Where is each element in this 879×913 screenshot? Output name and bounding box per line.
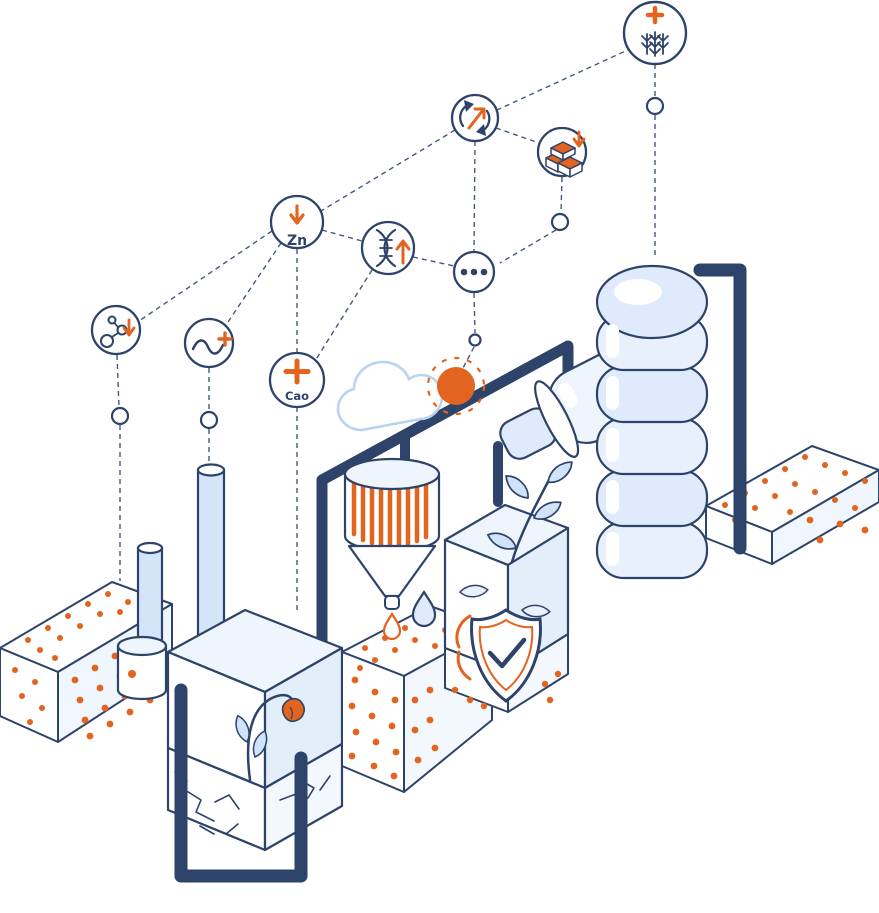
gravel-dots xyxy=(722,454,869,544)
badge-recycle-up xyxy=(450,93,500,143)
underground-pipe xyxy=(174,683,308,883)
arrow-down-icon xyxy=(122,318,136,337)
recycle-icon xyxy=(459,100,491,136)
plus-icon xyxy=(283,358,311,385)
cao-label: Cao xyxy=(285,389,309,403)
shield-outline xyxy=(470,608,542,703)
badge-molecule-down xyxy=(90,304,142,356)
dna-icon xyxy=(375,228,397,268)
factory-building xyxy=(166,608,344,790)
arrow-up-icon xyxy=(395,239,411,265)
gold-bars-icon xyxy=(545,141,583,178)
tank-highlights xyxy=(606,324,619,566)
wave-icon xyxy=(191,339,225,355)
badge-gold-bars-down xyxy=(536,126,588,178)
arrow-down-icon xyxy=(572,130,586,148)
leaf-icon xyxy=(486,532,518,550)
sprout-leaves xyxy=(458,461,573,618)
wilted-flower xyxy=(235,694,305,782)
funnel-cone xyxy=(347,544,437,598)
badge-wheat-plus xyxy=(622,0,688,66)
leaf-icon xyxy=(532,501,562,520)
ellipsis-icon xyxy=(460,268,488,276)
badge-ellipsis xyxy=(452,250,496,294)
leaf-icon xyxy=(547,461,573,484)
water-drop-orange xyxy=(382,611,402,641)
badge-wave-plus xyxy=(183,317,235,369)
leaf-decal xyxy=(520,604,551,618)
shield-inner-line xyxy=(478,618,534,692)
gravel-dots xyxy=(348,615,468,780)
plus-icon xyxy=(217,331,233,347)
connector-dots xyxy=(110,96,665,430)
molecule-icon xyxy=(100,315,128,348)
water-drop-icon xyxy=(411,589,437,628)
badge-cao-plus: Cao xyxy=(268,351,326,409)
flower-head xyxy=(281,697,305,723)
leaf-decal xyxy=(458,584,489,598)
wheat-icon xyxy=(641,31,669,57)
connector-lines xyxy=(116,47,656,612)
flower-leaf xyxy=(235,714,250,744)
funnel-mixer xyxy=(343,457,441,641)
badge-zinc-down: Zn xyxy=(269,194,325,250)
check-icon xyxy=(487,637,527,669)
tank-outlet-pipe xyxy=(693,263,747,555)
zinc-label: Zn xyxy=(287,233,307,249)
plus-icon xyxy=(645,5,665,25)
badge-dna-up xyxy=(360,220,416,276)
arrow-down-icon xyxy=(289,204,305,225)
sun-icon xyxy=(426,356,486,416)
tall-chimney xyxy=(196,463,226,644)
chimney-base-barrel xyxy=(116,635,168,701)
arrow-up-icon xyxy=(467,107,486,130)
short-chimney xyxy=(136,541,164,654)
storage-tank xyxy=(595,264,709,580)
leaf-icon xyxy=(505,475,529,499)
soil-slab-right xyxy=(705,445,879,565)
drum-stripes xyxy=(351,479,429,549)
flower-leaf xyxy=(252,729,268,758)
shield-check xyxy=(455,608,542,703)
